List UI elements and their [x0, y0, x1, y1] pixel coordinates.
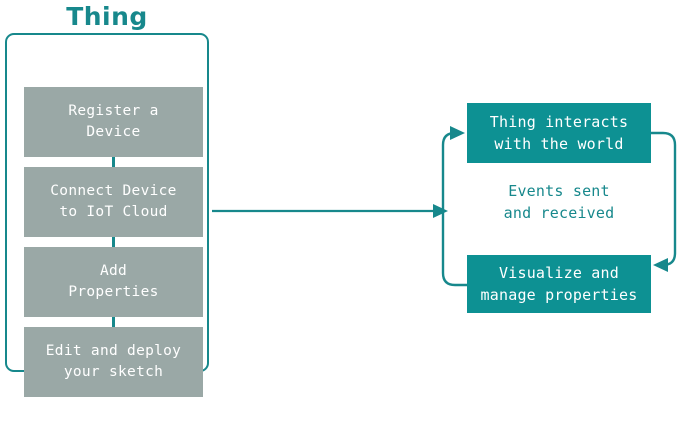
step-edit-and-deploy-your-sketch: Edit and deploy your sketch	[24, 327, 203, 397]
curved-arrow-up-icon	[441, 126, 467, 287]
step-register-a-device: Register a Device	[24, 87, 203, 157]
page-title: Thing	[66, 2, 148, 31]
cycle-step-visualize-and-manage: Visualize and manage properties	[467, 255, 651, 313]
step-connector	[112, 317, 115, 327]
thing-container: Register a Device Connect Device to IoT …	[5, 33, 209, 397]
curved-arrow-down-icon	[651, 131, 677, 272]
arrow-right-icon	[212, 204, 448, 218]
step-connector	[112, 237, 115, 247]
step-connect-device-to-iot-cloud: Connect Device to IoT Cloud	[24, 167, 203, 237]
cycle-caption-events: Events sent and received	[503, 182, 615, 222]
cycle-step-thing-interacts: Thing interacts with the world	[467, 103, 651, 163]
step-add-properties: Add Properties	[24, 247, 203, 317]
cycle-arrows-group	[441, 126, 677, 287]
step-connector	[112, 157, 115, 167]
